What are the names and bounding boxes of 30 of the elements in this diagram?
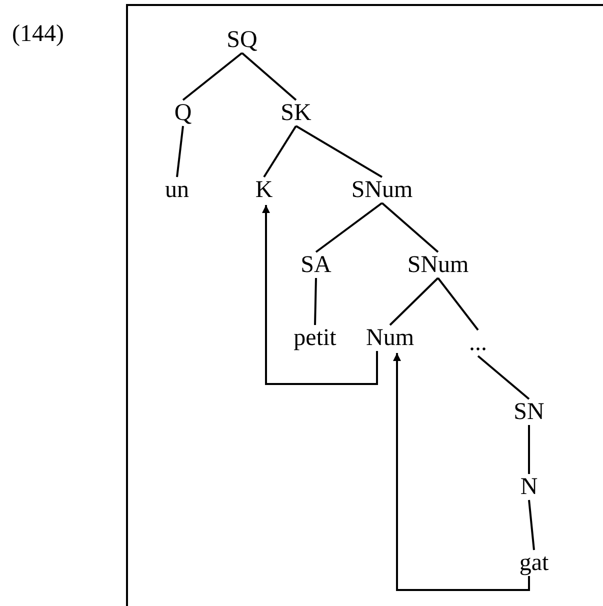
tree-label: Num	[366, 325, 414, 351]
tree-label: SNum	[351, 177, 413, 203]
tree-branch	[296, 125, 382, 178]
tree-label: un	[165, 177, 189, 203]
tree-label: SNum	[407, 252, 469, 278]
tree-label: K	[255, 177, 273, 203]
tree-branch	[176, 126, 184, 178]
tree-branch	[182, 52, 243, 101]
tree-label: Q	[174, 100, 192, 126]
tree-label: SQ	[226, 27, 258, 53]
movement-arrow	[393, 353, 530, 591]
tree-label: gat	[519, 550, 549, 576]
tree-branch	[381, 202, 439, 253]
tree-branch	[389, 277, 439, 326]
tree-branch	[528, 425, 530, 474]
movement-arrow	[262, 205, 378, 385]
tree-branch	[315, 202, 383, 253]
tree-branch	[263, 125, 297, 178]
tree-label: SN	[514, 399, 544, 425]
tree-branch	[241, 52, 297, 101]
tree-branch	[477, 355, 530, 400]
tree-branch	[437, 277, 479, 331]
tree-label: SK	[280, 100, 312, 126]
tree-label: N	[520, 474, 538, 500]
tree-label: SA	[300, 252, 332, 278]
tree-branch	[528, 500, 535, 550]
tree-branch	[314, 278, 317, 326]
tree-label: petit	[294, 325, 336, 351]
example-number: (144)	[12, 22, 64, 46]
tree-label: ...	[469, 330, 487, 356]
